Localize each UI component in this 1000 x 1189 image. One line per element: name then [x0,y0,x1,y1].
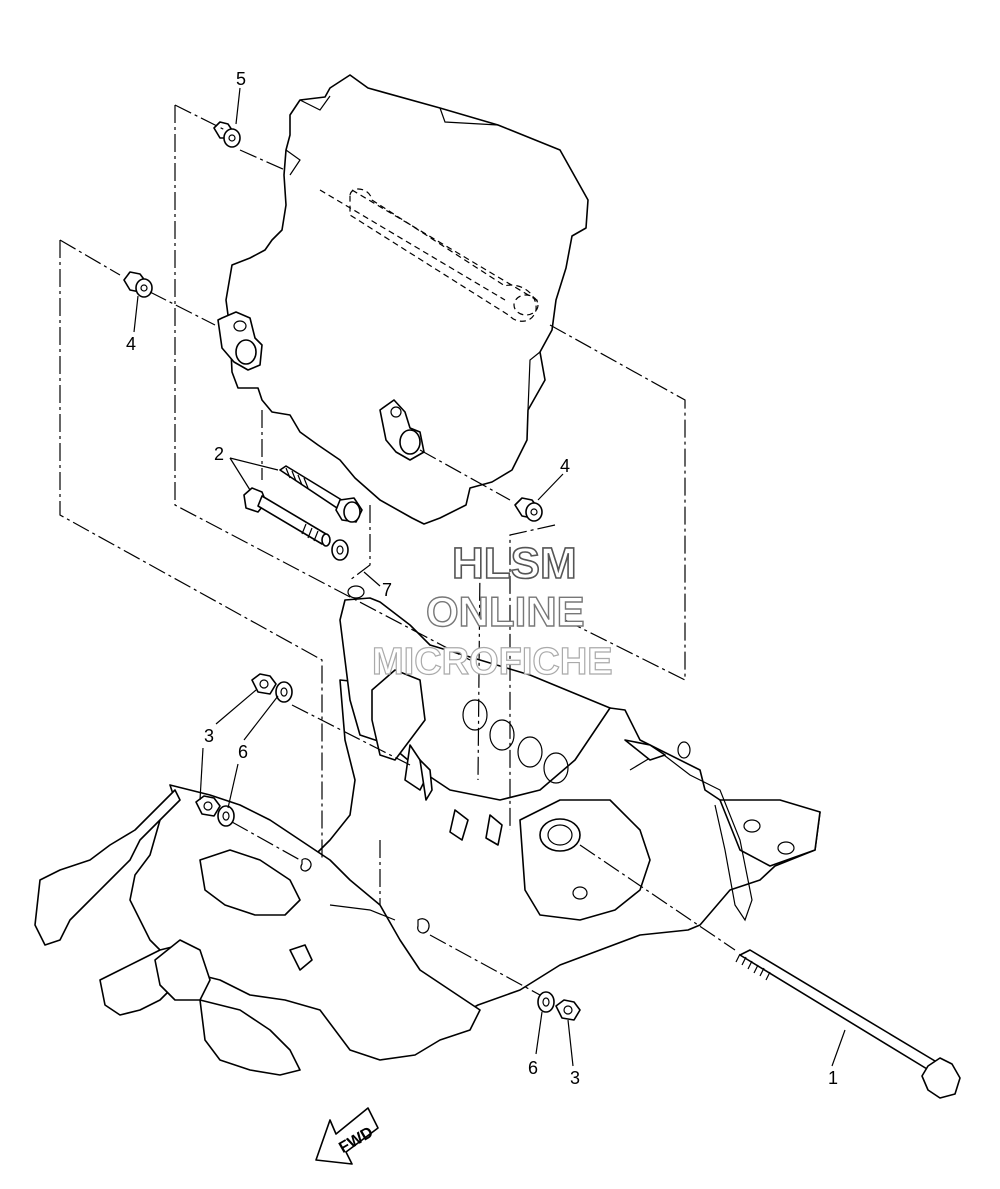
callout-labels: 5 4 2 4 7 3 6 6 3 1 [126,69,838,1088]
bolt-part-2-lower [243,487,331,547]
watermark-line-3: MICROFICHE [372,641,613,683]
washer-part-6-upper [275,681,293,703]
nut-part-3-lower-right [555,999,581,1021]
washer-part-6-lower-left [217,805,235,827]
bolt-part-2-upper [279,465,363,523]
through-bolt-part-1 [735,949,961,1099]
watermark: HLSM ONLINE MICROFICHE [371,538,613,683]
callout-4-left: 4 [126,334,136,354]
nut-part-3-lower-left [195,795,221,817]
callout-6-upper: 6 [238,742,248,762]
fasteners [123,121,961,1099]
callout-3-upper: 3 [204,726,214,746]
callout-4-right: 4 [560,456,570,476]
bolt-part-4-left [123,271,153,298]
callout-1: 1 [828,1068,838,1088]
bolt-part-5 [213,121,241,148]
callout-5: 5 [236,69,246,89]
nut-part-3-upper [251,673,277,695]
fwd-arrow-icon: FWD [315,1107,379,1165]
callout-leaders [133,87,846,1067]
assembly-lines [59,104,736,996]
washer-part-7 [331,539,349,561]
watermark-line-1: HLSM [452,539,577,588]
watermark-line-2: ONLINE [426,588,585,635]
callout-7: 7 [382,580,392,600]
mount-bracket-assembly [34,585,821,1076]
callout-2: 2 [214,444,224,464]
washer-part-6-lower-right [537,991,555,1013]
bolt-part-4-right [514,497,543,522]
callout-6-lower: 6 [528,1058,538,1078]
engine-block [217,74,589,525]
callout-3-lower: 3 [570,1068,580,1088]
